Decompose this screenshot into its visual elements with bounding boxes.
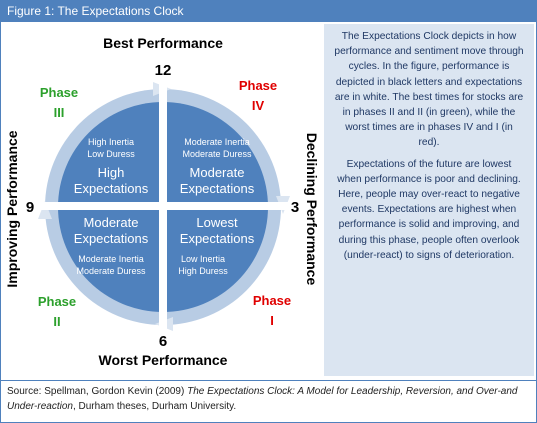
phase-iii-label: Phase: [40, 85, 78, 100]
tl-expect-2: Expectations: [74, 181, 149, 196]
hour-six: 6: [159, 333, 167, 350]
source-suffix: , Durham theses, Durham University.: [72, 401, 237, 412]
br-inertia: Low Inertia: [181, 254, 225, 264]
hour-twelve: 12: [155, 62, 172, 79]
top-axis-label: Best Performance: [103, 35, 223, 51]
explanation-panel: The Expectations Clock depicts in how pe…: [324, 24, 534, 376]
phase-i-numeral: I: [270, 313, 274, 328]
hour-nine: 9: [26, 199, 34, 216]
bl-expect-2: Expectations: [74, 231, 149, 246]
hour-three: 3: [291, 199, 299, 216]
explanation-paragraph-1: The Expectations Clock depicts in how pe…: [334, 31, 524, 149]
source-title: The Expectations Clock: A Model for Lead…: [7, 386, 518, 412]
tr-duress: Moderate Duress: [182, 149, 252, 159]
tr-expect-2: Expectations: [180, 181, 255, 196]
phase-i-label: Phase: [253, 293, 291, 308]
source-citation: Source: Spellman, Gordon Kevin (2009) Th…: [1, 380, 536, 422]
source-prefix: Source: Spellman, Gordon Kevin (2009): [7, 386, 188, 397]
figure-title: Figure 1: The Expectations Clock: [1, 1, 536, 22]
bottom-axis-label: Worst Performance: [99, 352, 228, 368]
phase-iii-numeral: III: [54, 105, 65, 120]
tr-inertia: Moderate Inertia: [184, 137, 250, 147]
phase-iv-label: Phase: [239, 78, 277, 93]
clock-svg: Best Performance Worst Performance Impro…: [4, 35, 320, 368]
phase-ii-label: Phase: [38, 294, 76, 309]
expectations-clock-diagram: Best Performance Worst Performance Impro…: [3, 24, 323, 379]
phase-iv-numeral: IV: [252, 98, 265, 113]
phase-ii-numeral: II: [53, 314, 60, 329]
right-axis-label: Declining Performance: [304, 133, 320, 286]
tl-expect-1: High: [98, 165, 125, 180]
br-expect-2: Expectations: [180, 231, 255, 246]
vertical-divider: [159, 80, 167, 334]
tl-duress: Low Duress: [87, 149, 135, 159]
left-axis-label: Improving Performance: [4, 130, 20, 287]
bl-expect-1: Moderate: [84, 215, 139, 230]
br-expect-1: Lowest: [196, 215, 238, 230]
br-duress: High Duress: [178, 266, 228, 276]
tl-inertia: High Inertia: [88, 137, 134, 147]
explanation-paragraph-2: Expectations of the future are lowest wh…: [337, 158, 521, 261]
bl-duress: Moderate Duress: [76, 266, 146, 276]
bl-inertia: Moderate Inertia: [78, 254, 144, 264]
tr-expect-1: Moderate: [190, 165, 245, 180]
